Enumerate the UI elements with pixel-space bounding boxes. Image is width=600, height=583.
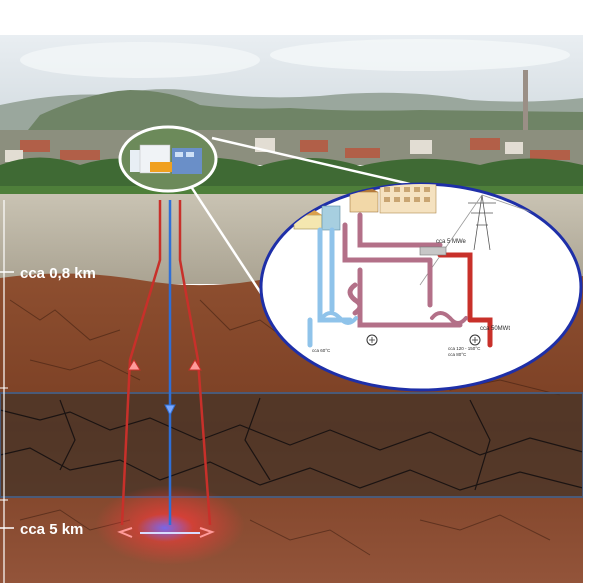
depth-label-5km: cca 5 km: [20, 521, 83, 538]
reservoir-arrow-right: [199, 527, 215, 538]
inset-supply-temp-1: cca 120 - 150°C: [448, 346, 481, 351]
turbine: [419, 246, 447, 256]
fractured-zone-border: [0, 392, 583, 498]
inset-pipes: [307, 212, 493, 348]
upflow-arrow-left: [127, 359, 141, 371]
chimney: [523, 70, 528, 130]
production-well-left: [120, 200, 162, 526]
grass: [0, 186, 583, 194]
upflow-arrow-right: [188, 359, 202, 371]
inset-mwt-label: cca 50MWt: [480, 326, 510, 332]
reservoir-arrow-left: [117, 527, 133, 538]
downflow-arrow: [164, 404, 176, 417]
warm-pipe: [342, 222, 433, 263]
power-plant-building: [130, 144, 202, 174]
injection-glow: [137, 514, 193, 542]
wells: [120, 200, 212, 526]
inset-diagram: cca 5 MWe cca 50MWt cca 60°C cca 120 - 1…: [293, 184, 541, 357]
hot-pipe: [437, 252, 473, 323]
landscape: cca 0,8 km cca 5 km: [0, 35, 583, 583]
zoom-line-top: [211, 136, 411, 186]
inset-return-temp: cca 60°C: [312, 348, 331, 353]
depth-label-0-8km: cca 0,8 km: [20, 265, 96, 282]
production-well-right: [178, 200, 212, 526]
inset-supply-temp-2: cca 80°C: [448, 352, 467, 357]
inset-mwe-label: cca 5 MWe: [436, 239, 467, 245]
